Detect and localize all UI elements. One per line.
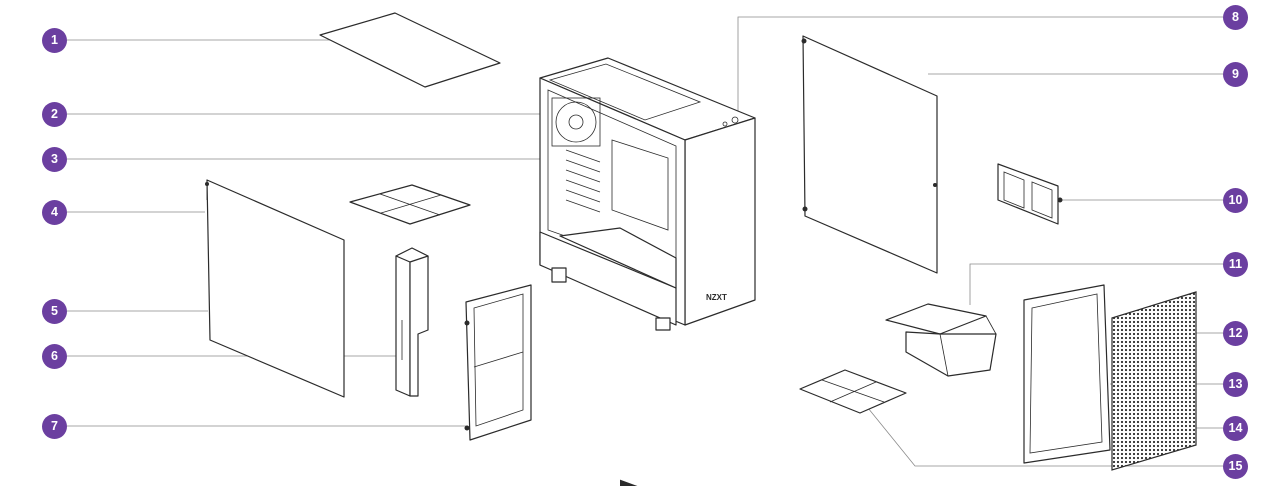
callout-5: 5 xyxy=(42,299,67,324)
bottom-dust-filter xyxy=(349,184,471,225)
case-logo: NZXT xyxy=(706,293,727,302)
callout-13: 13 xyxy=(1223,372,1248,397)
callout-14: 14 xyxy=(1223,416,1248,441)
rear-filter-frame xyxy=(464,284,532,441)
psu-shroud-bracket xyxy=(395,247,429,397)
top-filter-sheet xyxy=(319,12,501,88)
psu-dust-filter xyxy=(799,369,907,414)
callout-15: 15 xyxy=(1223,454,1248,479)
front-mesh-panel xyxy=(1111,291,1197,471)
main-case: NZXT xyxy=(539,57,756,486)
ssd-bracket xyxy=(997,163,1063,225)
callout-1: 1 xyxy=(42,28,67,53)
callout-6: 6 xyxy=(42,344,67,369)
drive-cage xyxy=(885,303,997,377)
callout-2: 2 xyxy=(42,102,67,127)
front-glass-panel xyxy=(1023,284,1111,464)
callout-4: 4 xyxy=(42,200,67,225)
callout-3: 3 xyxy=(42,147,67,172)
right-side-panel xyxy=(801,35,938,274)
callout-10: 10 xyxy=(1223,188,1248,213)
callout-9: 9 xyxy=(1223,62,1248,87)
left-side-panel xyxy=(205,179,345,398)
callout-8: 8 xyxy=(1223,5,1248,30)
callout-7: 7 xyxy=(42,414,67,439)
callout-12: 12 xyxy=(1223,321,1248,346)
callout-11: 11 xyxy=(1223,252,1248,277)
